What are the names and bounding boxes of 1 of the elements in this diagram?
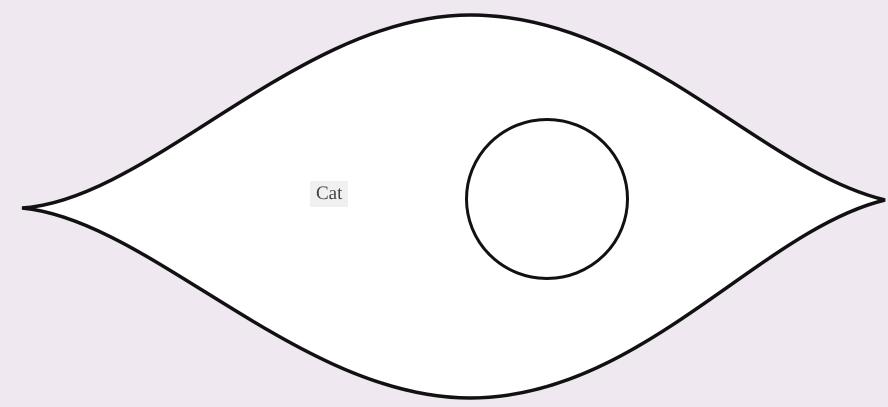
cell-label: Cat xyxy=(310,181,348,207)
